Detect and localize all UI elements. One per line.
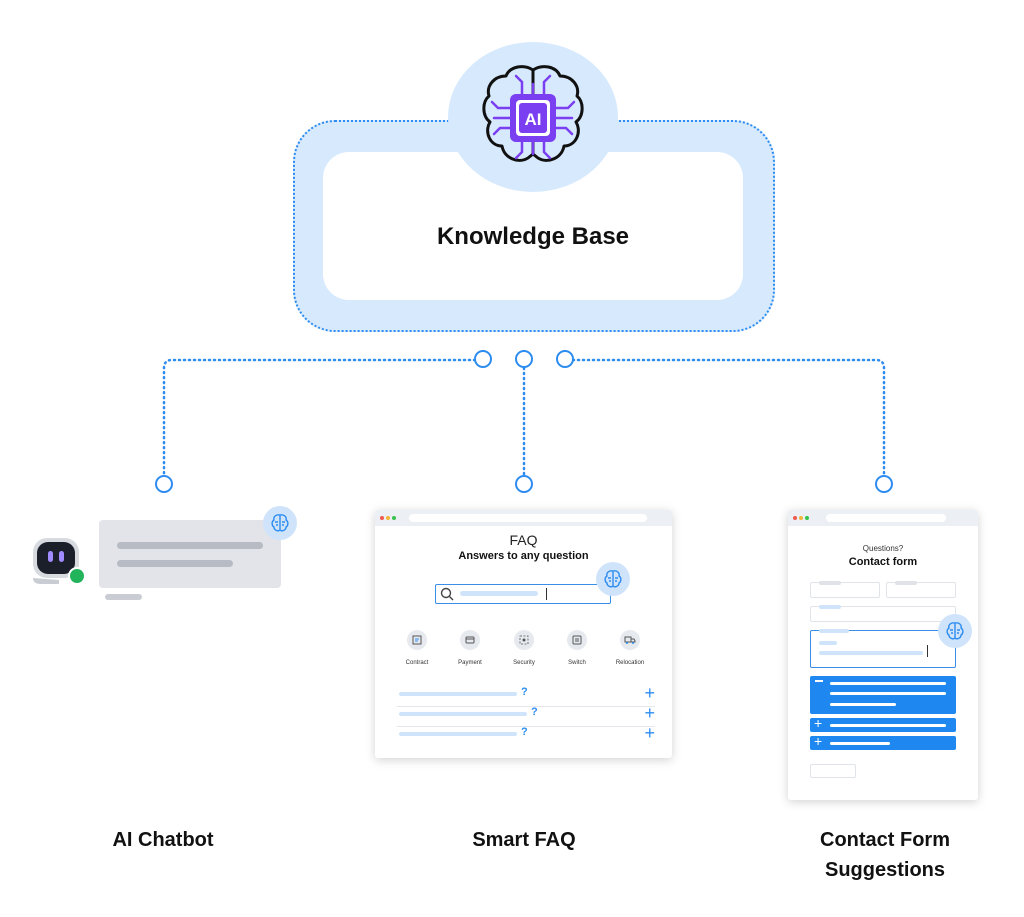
switch-icon — [567, 630, 587, 650]
contract-icon — [407, 630, 427, 650]
caption-ai-chatbot: AI Chatbot — [112, 829, 214, 851]
contact-form-window: Questions? Contact form + + — [788, 510, 978, 800]
submit-button[interactable] — [810, 764, 856, 778]
node-top-center — [515, 350, 533, 368]
text-cursor — [927, 645, 928, 657]
contact-brain-badge — [938, 614, 972, 648]
faq-brain-badge — [596, 562, 630, 596]
expand-plus-icon[interactable]: + — [814, 733, 823, 749]
faq-subheading: Answers to any question — [458, 550, 589, 562]
text-cursor — [546, 588, 547, 600]
suggestion-expanded[interactable] — [810, 676, 956, 714]
faq-heading: FAQ — [509, 532, 538, 548]
email-field[interactable] — [810, 605, 956, 622]
ai-chip-label: AI — [525, 110, 542, 129]
faq-question-row[interactable]: ? + — [397, 703, 655, 727]
collapse-minus-icon[interactable] — [815, 680, 823, 682]
contact-form-title: Contact form — [848, 556, 918, 568]
category-security[interactable]: Security — [499, 630, 549, 666]
chat-timestamp-line — [105, 594, 142, 600]
suggestion-collapsed[interactable]: + — [810, 715, 956, 732]
caption-smart-faq: Smart FAQ — [472, 829, 576, 851]
url-bar — [826, 514, 946, 522]
first-name-field[interactable] — [810, 581, 880, 598]
chat-text-line — [117, 560, 233, 567]
faq-question-row[interactable]: ? + — [397, 683, 655, 707]
faq-search-input[interactable] — [435, 584, 611, 604]
window-titlebar — [375, 510, 672, 526]
expand-plus-icon[interactable]: + — [814, 715, 823, 731]
url-bar — [409, 514, 647, 522]
chat-text-line — [117, 542, 263, 549]
node-chatbot — [155, 475, 173, 493]
message-field[interactable] — [810, 629, 956, 668]
node-top-right — [556, 350, 574, 368]
chat-bubble — [99, 520, 281, 588]
ai-brain-icon: AI — [482, 65, 584, 162]
brain-icon — [271, 514, 289, 532]
node-contact — [875, 475, 893, 493]
chatbot-brain-badge — [263, 506, 297, 540]
category-payment[interactable]: Payment — [445, 630, 495, 666]
expand-plus-icon[interactable]: + — [644, 703, 655, 723]
security-icon — [514, 630, 534, 650]
payment-icon — [460, 630, 480, 650]
relocation-icon — [620, 630, 640, 650]
category-relocation[interactable]: Relocation — [605, 630, 655, 666]
window-titlebar — [788, 510, 978, 526]
node-top-left — [474, 350, 492, 368]
caption-contact-form-line1: Contact Form — [820, 829, 950, 851]
category-switch[interactable]: Switch — [552, 630, 602, 666]
last-name-field[interactable] — [886, 581, 956, 598]
contact-form-small-title: Questions? — [862, 544, 904, 553]
faq-window: FAQ Answers to any question Contract Pay… — [375, 510, 672, 758]
expand-plus-icon[interactable]: + — [644, 683, 655, 703]
brain-icon — [604, 570, 622, 588]
chatbot-robot-avatar — [33, 538, 86, 585]
faq-question-row[interactable]: ? + — [397, 723, 655, 746]
brain-icon — [946, 622, 964, 640]
connector-left — [162, 358, 477, 480]
category-contract[interactable]: Contract — [392, 630, 442, 666]
connector-right — [571, 358, 886, 480]
expand-plus-icon[interactable]: + — [644, 723, 655, 743]
node-faq — [515, 475, 533, 493]
caption-contact-form-line2: Suggestions — [824, 859, 945, 881]
knowledge-base-title: Knowledge Base — [436, 223, 630, 250]
search-icon — [440, 587, 454, 601]
suggestion-collapsed[interactable]: + — [810, 733, 956, 750]
